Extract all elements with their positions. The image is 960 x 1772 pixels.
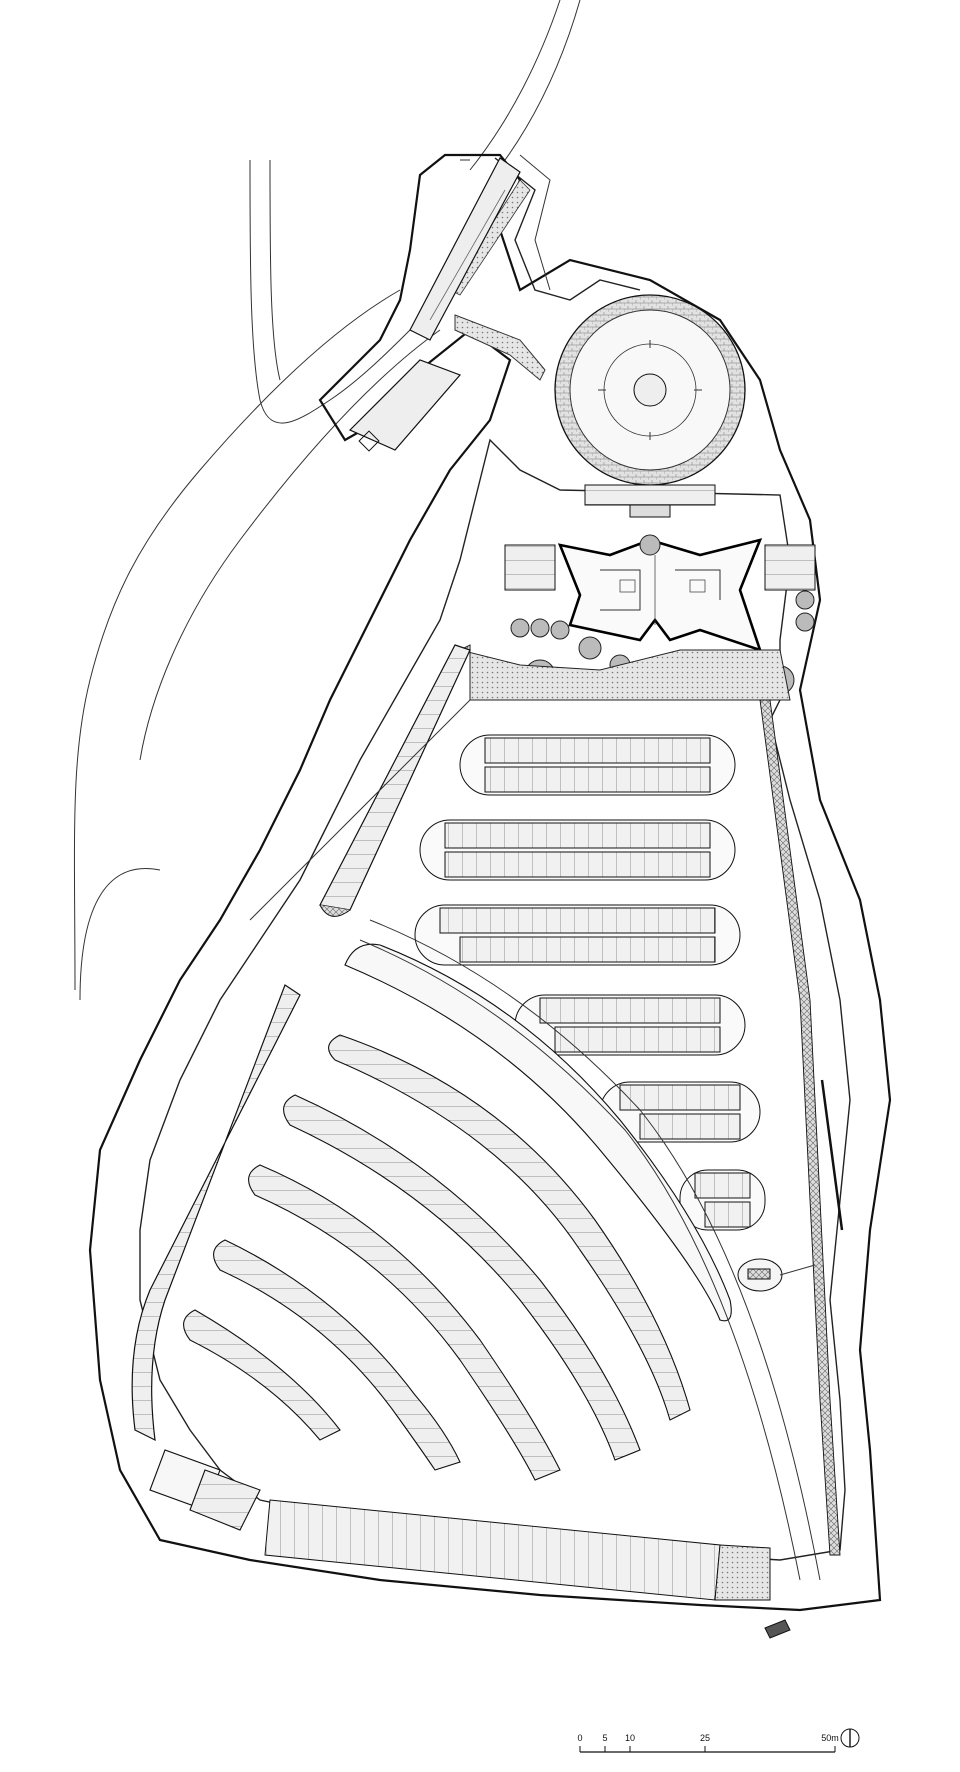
main-building — [557, 538, 763, 653]
scale-tick-10: 10 — [625, 1733, 635, 1743]
site-boundary — [88, 153, 892, 1612]
east-fence — [820, 1079, 844, 1231]
building-parking-west — [504, 544, 556, 591]
parking-strip-south — [264, 1499, 771, 1601]
scale-tick-50m: 50m — [821, 1733, 839, 1743]
terrain-lines — [73, 0, 581, 1001]
parking-rows-straight — [414, 734, 766, 1231]
walkway-lower — [131, 984, 301, 1442]
building-parking-east — [764, 544, 816, 591]
scale-tick-25: 25 — [700, 1733, 710, 1743]
east-path — [759, 699, 841, 1556]
kiosk — [737, 1258, 816, 1292]
parking-row — [344, 943, 732, 1322]
pavilion-southwest — [149, 1449, 261, 1531]
scale-bar: 0 5 10 25 50m — [577, 1733, 839, 1753]
roundabout — [554, 294, 746, 486]
parking-rows-curved — [183, 943, 732, 1481]
entrance-steps — [584, 484, 716, 518]
scale-tick-5: 5 — [602, 1733, 607, 1743]
scale-tick-0: 0 — [577, 1733, 582, 1743]
plaza — [458, 644, 791, 701]
service-road — [249, 699, 821, 1581]
car-marker-icon — [764, 1619, 791, 1639]
north-arrow-icon — [840, 1728, 860, 1748]
gatehouse — [348, 157, 521, 452]
